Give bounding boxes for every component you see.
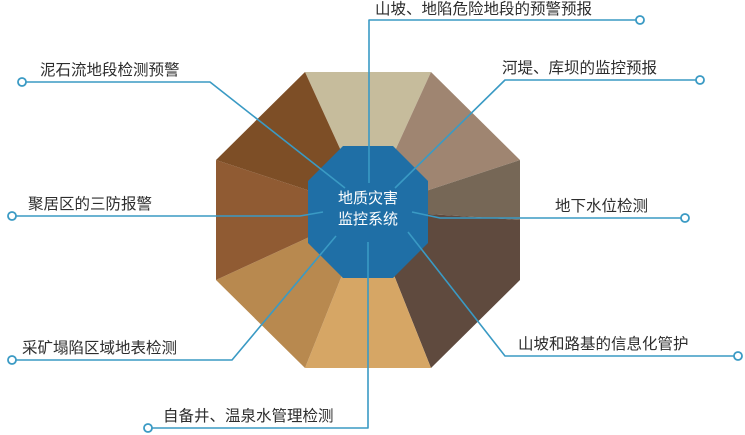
center-title-line1: 地质灾害: [338, 189, 398, 207]
endpoint-left-upper: [17, 77, 27, 87]
leader-top-right: [368, 19, 640, 183]
endpoint-bottom: [143, 423, 153, 433]
label-right-mid: 地下水位检测: [555, 197, 648, 215]
leader-endpoints: [7, 15, 743, 433]
label-left-mid: 聚居区的三防报警: [28, 195, 152, 213]
leader-right-mid: [411, 211, 685, 219]
leader-bottom: [148, 242, 369, 429]
leader-left-lower: [12, 235, 337, 361]
endpoint-right-lower: [733, 351, 743, 361]
endpoint-right-upper: [695, 75, 705, 85]
center-octagon: [308, 146, 428, 278]
leader-right-lower: [407, 231, 738, 357]
segment-top: [305, 72, 431, 210]
endpoint-right-mid: [680, 213, 690, 223]
label-top-right: 山坡、地陷危险地段的预警预报: [375, 0, 592, 18]
label-right-lower: 山坡和路基的信息化管护: [518, 335, 689, 353]
endpoint-top-right: [635, 15, 645, 25]
label-right-upper: 河堤、库坝的监控预报: [502, 59, 657, 77]
leader-left-upper: [22, 81, 346, 189]
leader-left-mid: [12, 211, 324, 217]
center-title-line2: 监控系统: [338, 210, 398, 228]
label-bottom: 自备井、温泉水管理检测: [163, 407, 334, 425]
leader-right-upper: [394, 79, 700, 189]
label-left-lower: 采矿塌陷区域地表检测: [22, 339, 177, 357]
label-left-upper: 泥石流地段检测预警: [40, 61, 180, 79]
endpoint-left-lower: [7, 355, 17, 365]
leader-lines: [12, 19, 738, 429]
segment-left: [216, 160, 368, 280]
endpoint-left-mid: [7, 211, 17, 221]
